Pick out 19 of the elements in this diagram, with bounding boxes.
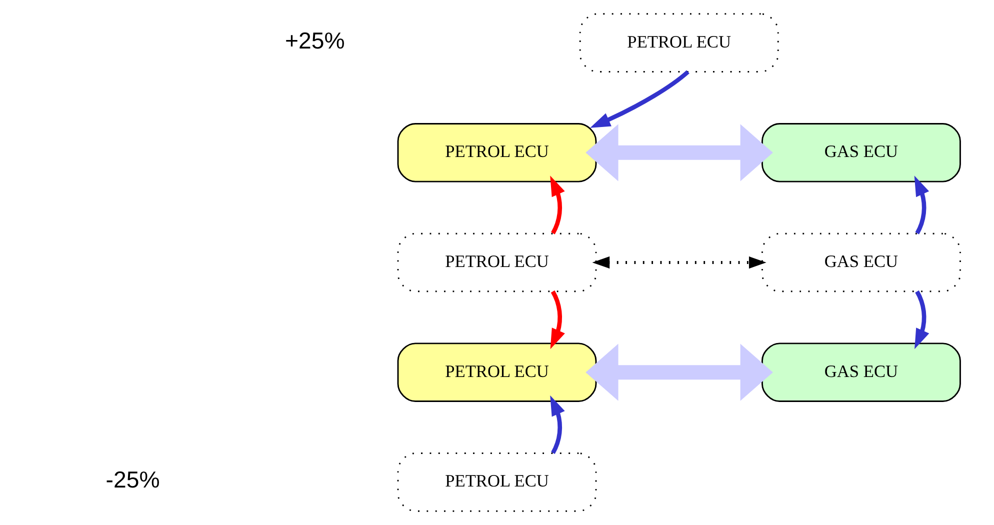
node-box: PETROL ECU xyxy=(397,123,597,182)
arrow xyxy=(586,124,773,182)
arrow xyxy=(590,70,690,128)
arrow xyxy=(586,344,773,401)
arrow xyxy=(914,176,930,234)
arrow xyxy=(550,290,565,350)
arrow xyxy=(914,290,930,350)
node-box: GAS ECU xyxy=(762,342,961,402)
node-box: PETROL ECU xyxy=(397,232,597,292)
node-box: PETROL ECU xyxy=(579,13,779,72)
node-box: GAS ECU xyxy=(762,232,961,292)
node-box: PETROL ECU xyxy=(397,452,597,512)
label: -25% xyxy=(106,466,160,493)
node-box: PETROL ECU xyxy=(397,342,597,402)
node-box: GAS ECU xyxy=(762,123,961,182)
label: +25% xyxy=(285,27,345,54)
arrow xyxy=(550,395,565,454)
arrow xyxy=(592,256,766,269)
arrow xyxy=(550,176,565,234)
